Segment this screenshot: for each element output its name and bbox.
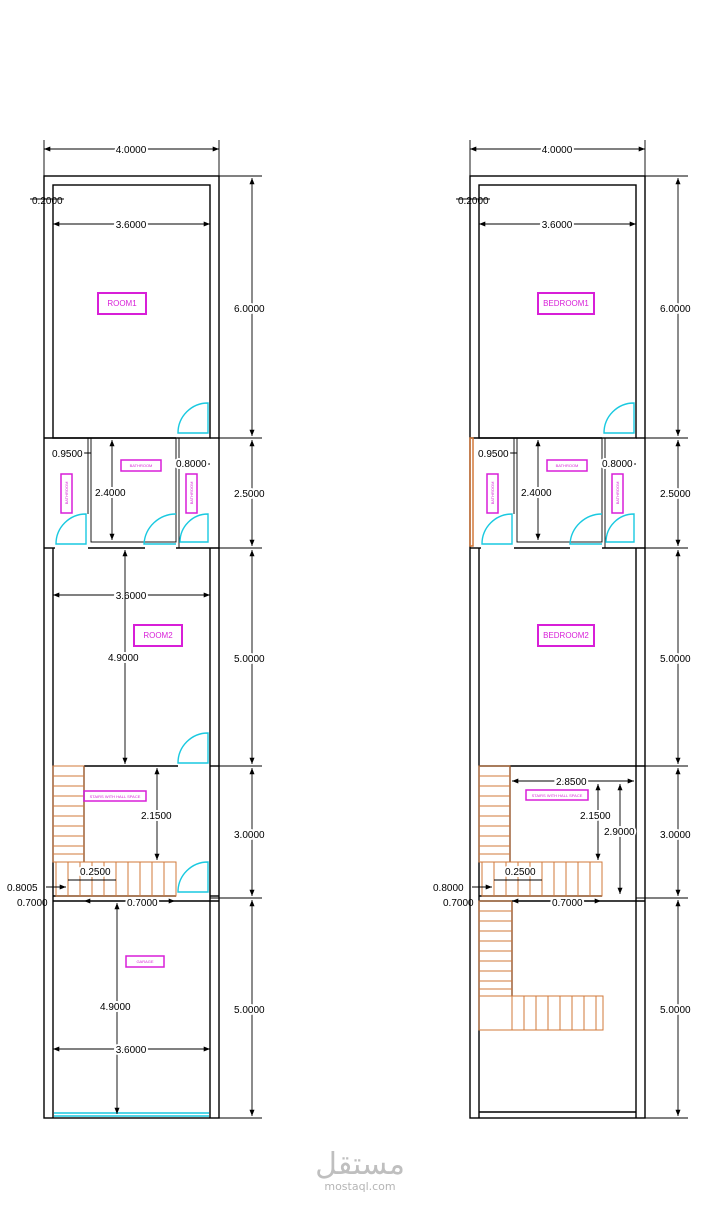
bath-depth-dim-2: 2.4000 [521,488,552,499]
hall-width-dim: 2.8500 [556,777,587,788]
plan-right-stairs [469,437,604,1031]
watermark-arabic: مستقل [315,1147,405,1182]
inner-width-dim: 3.6000 [116,220,147,231]
side-dim-1: 6.0000 [234,304,265,315]
plan-left-labels: ROOM1 ROOM2 BATHROOM BATHROOM BATHROOM S… [60,292,198,968]
plan-left-stairs [52,765,177,897]
overall-width-dim: 4.0000 [116,145,147,156]
room2-label: ROOM2 [143,631,173,640]
plan-left: ROOM1 ROOM2 BATHROOM BATHROOM BATHROOM S… [7,140,267,1119]
side-dim-5: 5.0000 [234,1005,265,1016]
plan-right-dimensions: 4.0000 3.6000 0.2000 0.9500 2.4000 0.800… [433,140,693,1119]
bathroom-left-label-2: BATHROOM [490,482,495,505]
plan-left-walls [43,175,220,1119]
stair-depth-2-dim: 2.9000 [604,827,635,838]
overall-width-dim-2: 4.0000 [542,145,573,156]
stair-step-dim: 0.2500 [80,867,111,878]
side-dim-5-r: 5.0000 [660,1005,691,1016]
bathroom-right-label: BATHROOM [189,482,194,505]
stair-depth-dim: 2.1500 [141,811,172,822]
bath-left-width-dim-2: 0.9500 [478,449,509,460]
garage-depth-dim: 4.9000 [100,1002,131,1013]
wall-thickness-dim-2: 0.2000 [458,196,489,207]
bathroom-top-label: BATHROOM [130,463,153,468]
inner-width-dim-2: 3.6000 [542,220,573,231]
room2-width-dim: 3.6000 [116,591,147,602]
landing-left-dim-2: 0.7000 [443,898,474,909]
plan-right-labels: BEDROOM1 BEDROOM2 BATHROOM BATHROOM BATH… [486,292,624,801]
bedroom1-label: BEDROOM1 [543,299,589,308]
landing-offset-dim-2: 0.8000 [433,883,464,894]
plan-right: BEDROOM1 BEDROOM2 BATHROOM BATHROOM BATH… [433,140,693,1119]
side-dim-4: 3.0000 [234,830,265,841]
bath-depth-dim: 2.4000 [95,488,126,499]
landing-offset-dim: 0.8005 [7,883,38,894]
bath-right-width-dim: 0.8000 [176,459,207,470]
mostaql-watermark: مستقل mostaql.com [0,1147,720,1194]
room2-depth-dim: 4.9000 [108,653,139,664]
plan-left-dimensions: 4.0000 3.6000 0.2000 0.9500 2.4000 0.800… [7,140,267,1119]
plan-right-doors [481,402,635,545]
landing-right-dim: 0.7000 [127,898,158,909]
landing-right-dim-2: 0.7000 [552,898,583,909]
bedroom2-label: BEDROOM2 [543,631,589,640]
room1-label: ROOM1 [107,299,137,308]
stairs-label: STAIRS WITH HALL SPACE [90,794,141,799]
bath-left-width-dim: 0.9500 [52,449,83,460]
side-dim-3: 5.0000 [234,654,265,665]
side-dim-3-r: 5.0000 [660,654,691,665]
garage-width-dim: 3.6000 [116,1045,147,1056]
plan-left-doors [54,402,209,1117]
side-dim-4-r: 3.0000 [660,830,691,841]
garage-label: GARAGE [136,959,153,964]
bathroom-right-label-2: BATHROOM [615,482,620,505]
landing-left-dim: 0.7000 [17,898,48,909]
stair-depth-dim-2: 2.1500 [580,811,611,822]
side-dim-2-r: 2.5000 [660,489,691,500]
side-dim-1-r: 6.0000 [660,304,691,315]
wall-thickness-dim: 0.2000 [32,196,63,207]
stair-step-dim-2: 0.2500 [505,867,536,878]
stairs-label-2: STAIRS WITH HALL SPACE [532,793,583,798]
bathroom-top-label-2: BATHROOM [556,463,579,468]
bathroom-left-label: BATHROOM [64,482,69,505]
watermark-latin: mostaql.com [324,1180,396,1193]
side-dim-2: 2.5000 [234,489,265,500]
bath-right-width-dim-2: 0.8000 [602,459,633,470]
